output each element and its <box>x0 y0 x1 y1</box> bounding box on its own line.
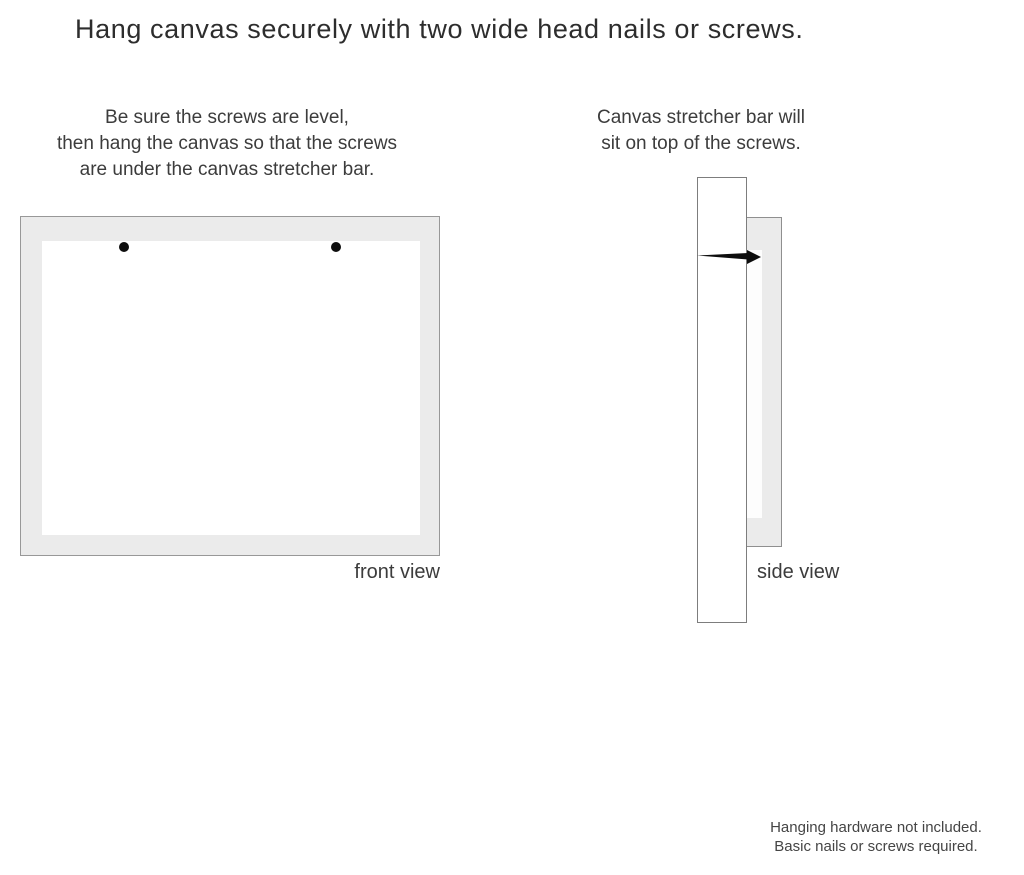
footnote-line: Hanging hardware not included. <box>770 819 982 836</box>
footnote-line: Basic nails or screws required. <box>774 838 978 855</box>
instruction-line: Be sure the screws are level, <box>105 107 349 128</box>
instruction-line: then hang the canvas so that the screws <box>56 133 398 154</box>
nail-head-icon <box>331 242 341 252</box>
side-view-instructions: Canvas stretcher bar will sit on top of … <box>556 105 846 157</box>
page-title: Hang canvas securely with two wide head … <box>75 14 804 44</box>
hardware-footnote: Hanging hardware not included. Basic nai… <box>731 818 1021 856</box>
instruction-line: sit on top of the screws. <box>601 133 801 154</box>
canvas-image-area <box>42 241 420 535</box>
front-view-instructions: Be sure the screws are level, then hang … <box>17 105 437 183</box>
canvas-side-inner <box>747 250 762 518</box>
front-view-label: front view <box>354 561 440 583</box>
side-view-label: side view <box>757 561 840 583</box>
instruction-line: Canvas stretcher bar will <box>596 107 806 128</box>
stretcher-bar <box>697 177 747 623</box>
nail-head-icon <box>119 242 129 252</box>
instruction-line: are under the canvas stretcher bar. <box>79 159 375 180</box>
nail-icon <box>697 250 761 264</box>
